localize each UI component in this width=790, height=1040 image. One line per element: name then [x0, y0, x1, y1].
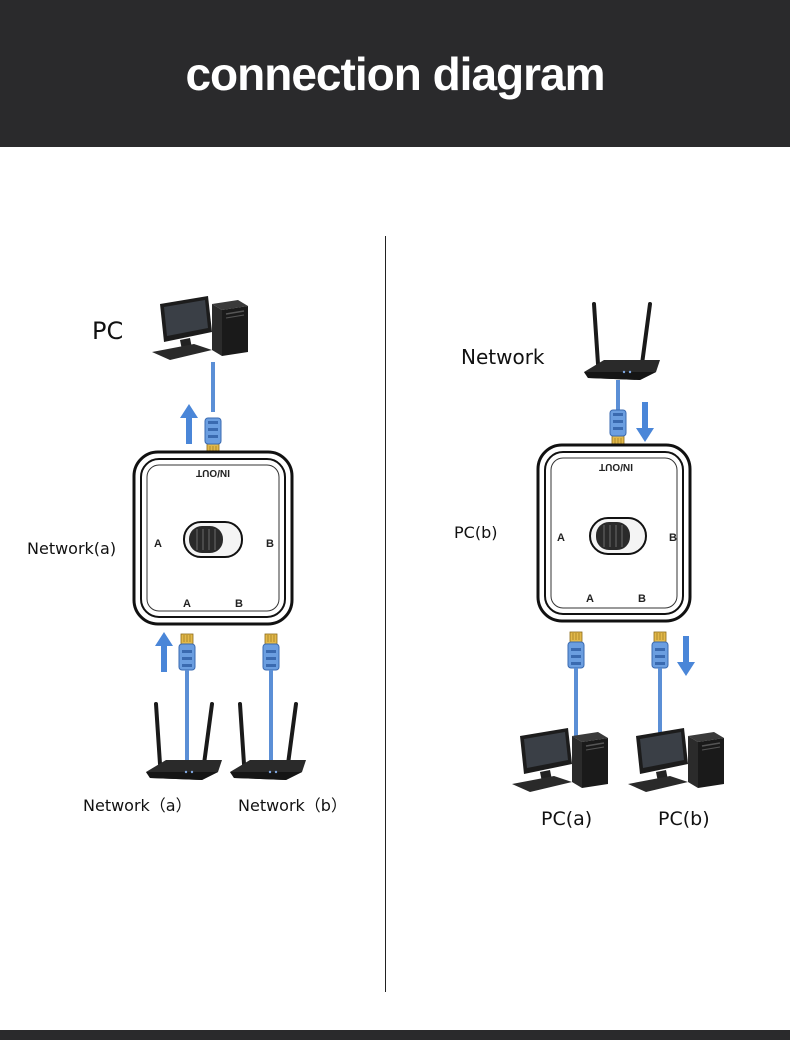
right-side-label: PC(b) [454, 523, 497, 542]
left-bottom-connector-a [178, 633, 196, 671]
left-port-bottom-a: A [183, 598, 191, 610]
right-panel: Network IN/OUT A B A B PC(b) [454, 302, 725, 830]
right-top-connector [609, 409, 627, 447]
left-port-a: A [154, 538, 162, 550]
right-down-arrow-top [636, 402, 654, 442]
footer-bar [0, 1030, 790, 1040]
right-bottom-label-b: PC(b) [658, 808, 710, 830]
page-title: connection diagram [185, 47, 605, 100]
left-top-connector [204, 417, 222, 455]
left-panel: PC IN/OUT A B A B Netwo [27, 295, 347, 815]
header-banner: connection diagram [0, 0, 790, 147]
right-top-label: Network [461, 345, 545, 369]
left-pc-icon [151, 295, 249, 361]
right-port-a: A [557, 532, 565, 544]
left-port-b: B [266, 538, 274, 550]
right-toggle-switch[interactable] [589, 517, 647, 555]
left-bottom-connector-b [262, 633, 280, 671]
left-router-b-icon [228, 702, 308, 782]
right-port-bottom-b: B [638, 593, 646, 605]
left-side-label: Network(a) [27, 539, 116, 558]
left-router-a-icon [144, 702, 224, 782]
left-up-arrow-bottom [155, 632, 173, 672]
left-bottom-label-b: Network（b） [238, 796, 347, 815]
left-switch-box: IN/OUT A B A B [132, 450, 294, 626]
center-divider [385, 236, 386, 992]
left-bottom-label-a: Network（a） [83, 796, 192, 815]
right-down-arrow-bottom [677, 636, 695, 676]
right-port-b: B [669, 532, 677, 544]
right-bottom-connector-a [567, 631, 585, 669]
right-switch-box: IN/OUT A B A B [536, 443, 692, 623]
right-port-bottom-a: A [586, 593, 594, 605]
left-port-bottom-b: B [235, 598, 243, 610]
left-up-arrow-top [180, 404, 198, 444]
right-bottom-connector-b [651, 631, 669, 669]
right-pc-b-icon [627, 727, 725, 793]
right-router-icon [582, 302, 662, 382]
left-port-top: IN/OUT [196, 467, 230, 478]
right-port-top: IN/OUT [599, 461, 633, 472]
left-top-label: PC [92, 317, 123, 345]
right-bottom-label-a: PC(a) [541, 808, 592, 830]
left-toggle-switch[interactable] [183, 521, 243, 558]
right-pc-a-icon [511, 727, 609, 793]
